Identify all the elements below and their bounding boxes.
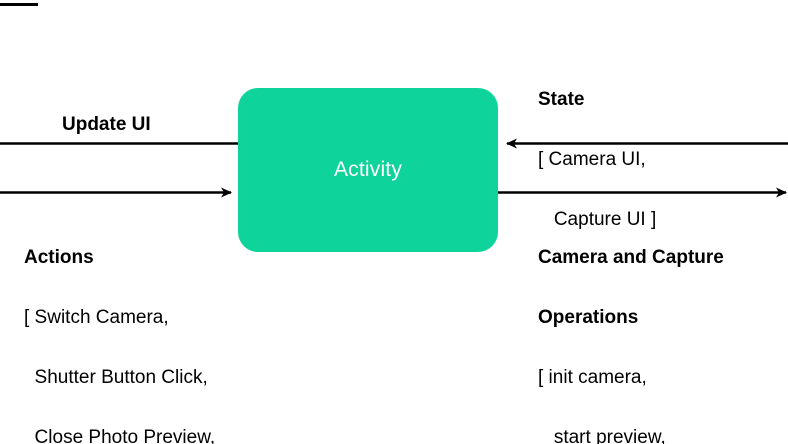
actions-item-2: Close Photo Preview, (24, 427, 216, 444)
operations-item-0: [ init camera, (538, 367, 647, 388)
actions-item-0: [ Switch Camera, (24, 307, 169, 328)
activity-node-label: Activity (333, 158, 403, 181)
state-item-0: [ Camera UI, (538, 149, 646, 170)
state-header: State (538, 89, 585, 110)
actions-header: Actions (24, 247, 94, 268)
flow-label-update-ui: Update UI (62, 114, 151, 135)
activity-node[interactable]: Activity (238, 88, 498, 252)
operations-item-1: start preview, (538, 427, 666, 444)
top-left-rule (0, 3, 38, 6)
state-item-1: Capture UI ] (538, 209, 657, 230)
flow-label-state: State [ Camera UI, Capture UI ] (538, 52, 656, 268)
flow-label-camera-capture-operations: Camera and Capture Operations [ init cam… (538, 210, 724, 444)
operations-header-line-1: Camera and Capture (538, 247, 724, 268)
actions-item-1: Shutter Button Click, (24, 367, 208, 388)
flow-label-actions: Actions [ Switch Camera, Shutter Button … (24, 210, 254, 444)
operations-header-line-2: Operations (538, 307, 639, 328)
